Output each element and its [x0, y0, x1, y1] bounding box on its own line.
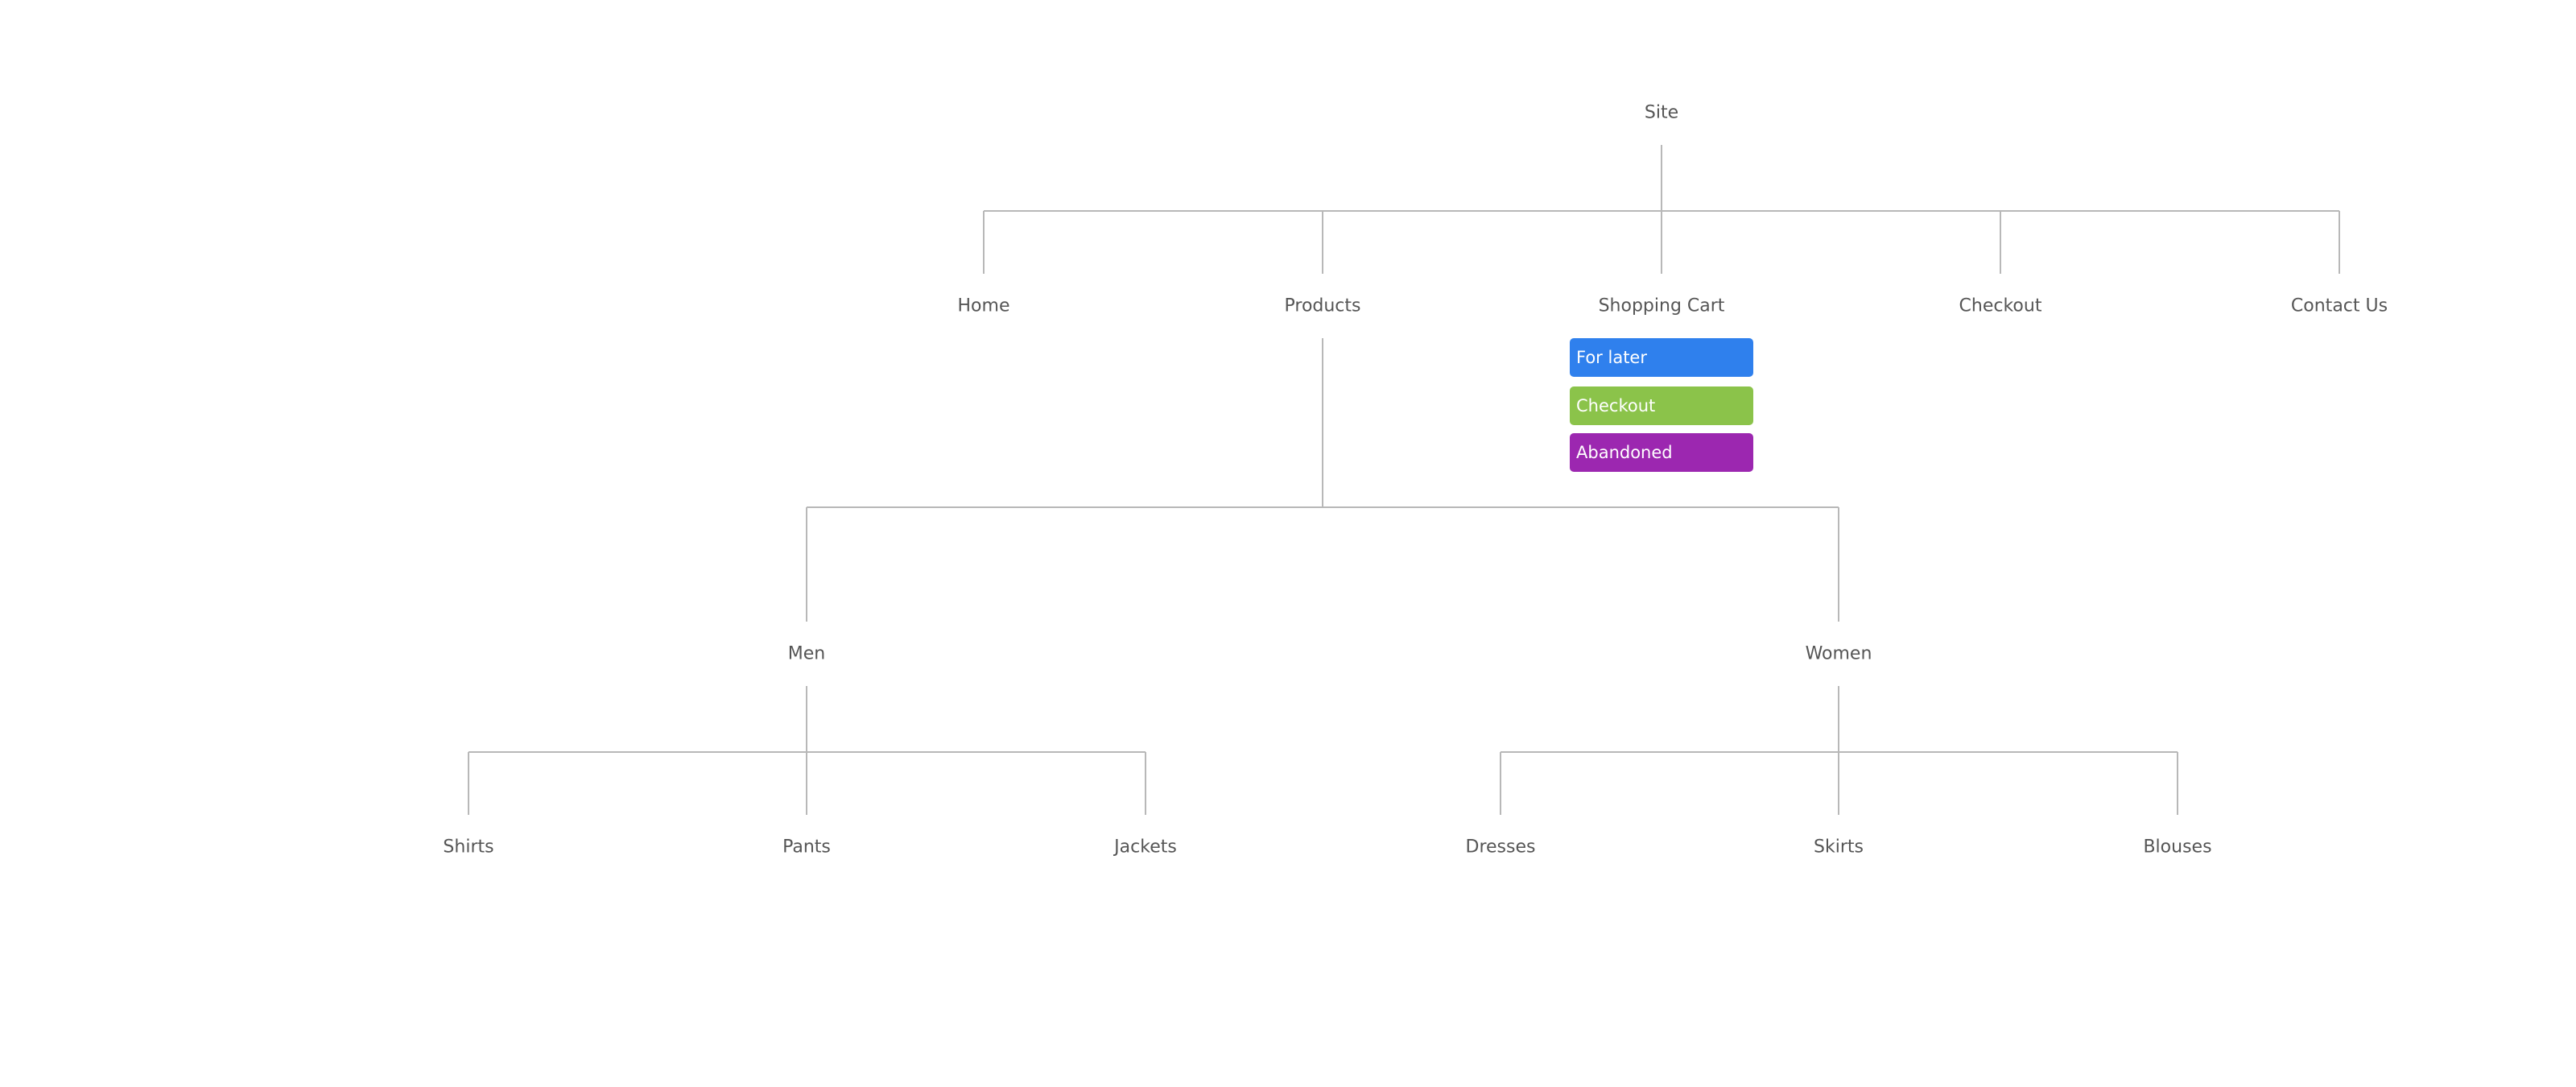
node-jackets[interactable]: Jackets — [1114, 837, 1177, 858]
tag-abandoned-label: Abandoned — [1576, 443, 1673, 462]
node-home[interactable]: Home — [957, 296, 1010, 316]
node-contact-us[interactable]: Contact Us — [2290, 296, 2388, 316]
node-men[interactable]: Men — [787, 643, 826, 664]
node-checkout[interactable]: Checkout — [1959, 296, 2042, 316]
tag-for-later: For later — [1570, 338, 1753, 377]
node-products[interactable]: Products — [1284, 296, 1361, 316]
tag-checkout-label: Checkout — [1576, 396, 1656, 415]
node-dresses[interactable]: Dresses — [1465, 837, 1536, 858]
node-blouses[interactable]: Blouses — [2143, 837, 2212, 858]
node-pants[interactable]: Pants — [782, 837, 831, 858]
tag-for-later-label: For later — [1576, 348, 1647, 367]
node-skirts[interactable]: Skirts — [1814, 837, 1864, 858]
tag-abandoned: Abandoned — [1570, 433, 1753, 472]
node-women[interactable]: Women — [1805, 643, 1872, 664]
tag-checkout: Checkout — [1570, 386, 1753, 425]
node-site[interactable]: Site — [1644, 102, 1679, 123]
node-shirts[interactable]: Shirts — [443, 837, 494, 858]
node-shopping-cart[interactable]: Shopping Cart — [1598, 296, 1725, 316]
